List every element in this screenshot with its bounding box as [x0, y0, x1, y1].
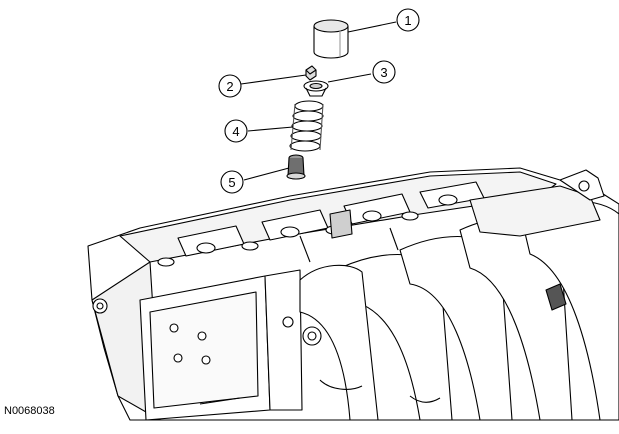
- figure-id-label: N0068038: [4, 405, 55, 417]
- callout-3: [327, 60, 396, 84]
- callout-4: [224, 119, 294, 143]
- valve-spring-part: [289, 100, 324, 152]
- callout-5: [220, 167, 290, 194]
- valve-seal-part: [286, 154, 306, 180]
- callout-1-number: 1: [404, 13, 411, 28]
- cylinder-head-illustration: [87, 167, 619, 421]
- callout-5-number: 5: [228, 175, 235, 190]
- callout-3-number: 3: [380, 65, 387, 80]
- valve-keeper-part: [305, 65, 317, 81]
- callout-1: [347, 8, 420, 33]
- callout-2: [218, 74, 307, 98]
- valve-tappet-part: [313, 19, 349, 59]
- callout-2-number: 2: [226, 79, 233, 94]
- valve-spring-retainer-part: [303, 80, 329, 97]
- callout-4-number: 4: [232, 124, 239, 139]
